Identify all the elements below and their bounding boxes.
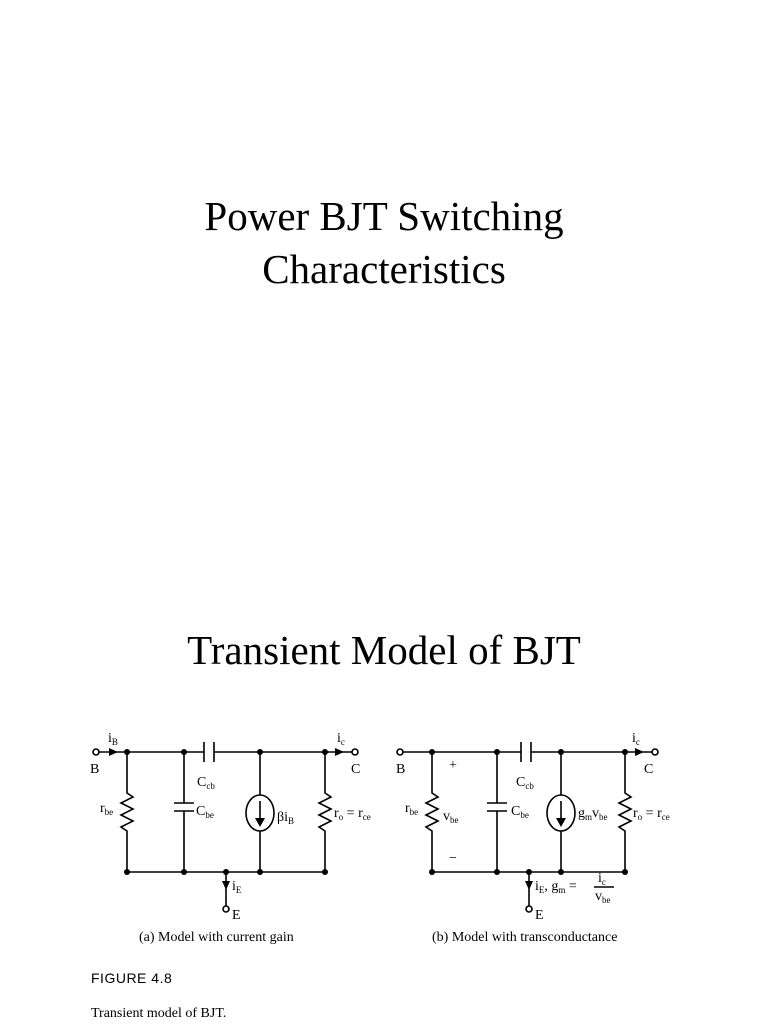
current-source-arrow-b	[556, 818, 566, 827]
label-c-a: C	[351, 762, 360, 777]
cbe-capacitor-b	[487, 752, 507, 872]
terminal-e-b	[525, 905, 533, 913]
terminal-b-a	[92, 748, 100, 756]
label-b-a: B	[90, 762, 99, 777]
label-minus: −	[449, 851, 457, 866]
ro-resistor-b	[617, 752, 633, 872]
label-plus: +	[449, 758, 457, 773]
bjt-transient-model-figure: iB B ic C rbe Ccb Cbe βiB ro = rce iE E …	[0, 700, 768, 1024]
label-rbe-a: rbe	[100, 801, 113, 817]
ib-arrow	[109, 748, 118, 756]
rbe-resistor-b	[424, 752, 440, 872]
label-e-a: E	[232, 908, 241, 923]
label-ib-a: iB	[108, 731, 118, 747]
label-ccb-b: Ccb	[516, 775, 534, 791]
label-frac-den: vbe	[595, 889, 611, 905]
current-source-a	[245, 794, 275, 832]
ic-arrow-a	[335, 748, 344, 756]
terminal-c-a	[351, 748, 359, 756]
label-ie-a: iE	[232, 879, 242, 895]
caption-a: (a) Model with current gain	[139, 930, 294, 945]
junction-dots-b	[429, 749, 628, 875]
ccb-capacitor-b	[520, 742, 532, 762]
label-cbe-a: Cbe	[196, 804, 214, 820]
current-source-b	[546, 794, 576, 832]
label-ic-b: ic	[632, 731, 640, 747]
ie-arrow-a	[222, 881, 230, 890]
title-line-1: Power BJT Switching	[204, 193, 564, 239]
label-b-b: B	[396, 762, 405, 777]
label-e-b: E	[535, 908, 544, 923]
label-cbe-b: Cbe	[511, 804, 529, 820]
ie-arrow-b	[525, 881, 533, 890]
circuit-a: iB B ic C rbe Ccb Cbe βiB ro = rce iE E …	[90, 731, 371, 945]
rbe-resistor-a	[119, 752, 135, 872]
label-beta-ib: βiB	[277, 810, 294, 826]
label-ro-a: ro = rce	[334, 806, 371, 822]
ic-arrow-b	[635, 748, 644, 756]
figure-label: FIGURE 4.8	[91, 970, 172, 986]
caption-b: (b) Model with transconductance	[432, 930, 617, 945]
label-frac-num: ic	[598, 871, 606, 887]
label-vbe: vbe	[443, 809, 459, 825]
current-source-arrow-a	[255, 818, 265, 827]
circuit-diagrams: iB B ic C rbe Ccb Cbe βiB ro = rce iE E …	[90, 731, 670, 1021]
terminal-e-a	[222, 905, 230, 913]
title-line-2: Characteristics	[262, 246, 506, 292]
cbe-capacitor-a	[174, 752, 194, 872]
label-ie-gm-b: iE, gm =	[535, 879, 577, 895]
junction-dots-a	[124, 749, 328, 875]
section-title: Transient Model of BJT	[187, 627, 581, 673]
circuit-b: B + − ic C rbe vbe Ccb Cbe gmvbe ro = rc…	[396, 731, 670, 945]
ccb-capacitor-a	[203, 742, 215, 762]
label-rbe-b: rbe	[405, 801, 418, 817]
label-ccb-a: Ccb	[197, 775, 215, 791]
terminal-b-b	[396, 748, 404, 756]
slide-title: Power BJT Switching Characteristics	[0, 190, 768, 296]
terminal-c-b	[651, 748, 659, 756]
label-ro-b: ro = rce	[633, 806, 670, 822]
ro-resistor-a	[317, 752, 333, 872]
label-ic-a: ic	[337, 731, 345, 747]
figure-caption: Transient model of BJT.	[91, 1006, 226, 1021]
label-c-b: C	[644, 762, 653, 777]
label-gm-vbe: gmvbe	[578, 806, 608, 822]
